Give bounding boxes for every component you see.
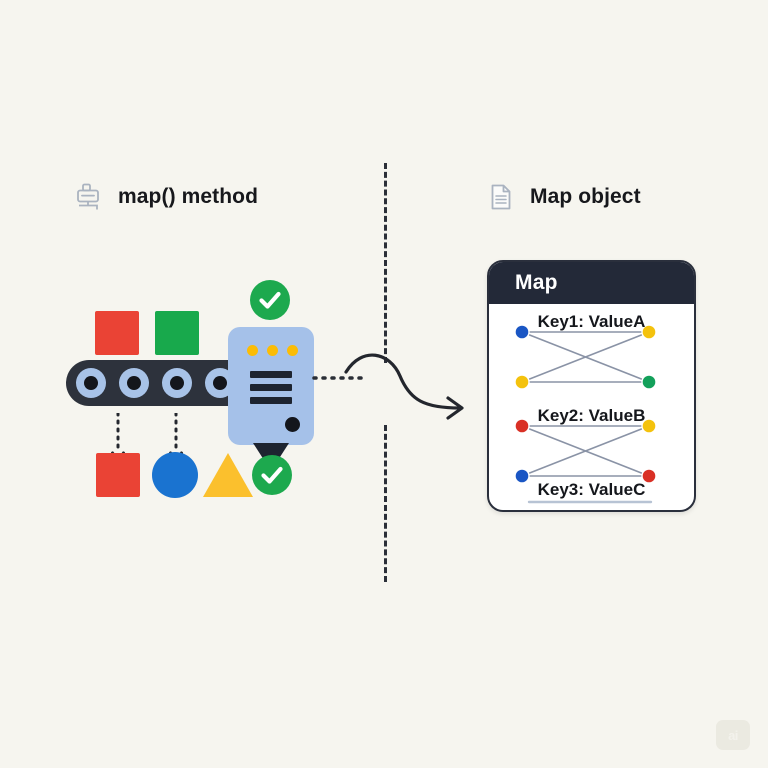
processor-indicator-dots <box>247 345 298 356</box>
menu-line <box>250 384 292 391</box>
yellow-triangle-output <box>203 453 253 497</box>
section-label-left: map() method <box>118 185 259 208</box>
map-method-illustration <box>60 265 380 505</box>
watermark-badge: ai <box>716 720 750 750</box>
menu-line <box>250 397 292 404</box>
conveyor-roller <box>162 368 192 398</box>
indicator-dot <box>267 345 278 356</box>
watermark-text: ai <box>728 727 738 743</box>
indicator-dot <box>287 345 298 356</box>
divider-bottom <box>384 425 387 582</box>
map-card-body: Key1: ValueA Key2: ValueB Key3: ValueC <box>489 304 694 508</box>
green-square <box>155 311 199 355</box>
red-square <box>95 311 139 355</box>
section-heading-map-object: Map object <box>486 182 641 212</box>
map-entry-label: Key2: ValueB <box>537 406 646 425</box>
blue-circle-output <box>152 452 198 498</box>
graph-node <box>641 418 657 434</box>
dotted-connector <box>312 368 370 380</box>
indicator-dot <box>247 345 258 356</box>
red-square-output <box>96 453 140 497</box>
check-badge-top <box>250 280 290 320</box>
map-object-card: Map <box>487 260 696 512</box>
map-key-value-graph <box>514 324 657 504</box>
section-heading-map-method: map() method <box>74 182 258 212</box>
flowchart-process-icon <box>74 182 104 212</box>
graph-node <box>514 374 530 390</box>
map-entry-label: Key3: ValueC <box>537 480 646 499</box>
menu-line <box>250 371 292 378</box>
check-circle-icon <box>261 466 283 484</box>
conveyor-roller <box>76 368 106 398</box>
document-icon <box>486 182 516 212</box>
divider-top <box>384 163 387 363</box>
check-circle-icon <box>259 291 281 309</box>
s-curve-arrow <box>320 338 485 428</box>
graph-node <box>514 418 530 434</box>
graph-node <box>514 468 530 484</box>
map-entry-label: Key1: ValueA <box>537 312 646 331</box>
graph-node <box>514 324 530 340</box>
section-label-right: Map object <box>530 185 641 208</box>
processor-unit <box>228 327 314 471</box>
conveyor-roller <box>119 368 149 398</box>
graph-node <box>641 324 657 340</box>
graph-node <box>641 374 657 390</box>
graph-node <box>641 468 657 484</box>
map-card-title: Map <box>515 271 558 294</box>
processor-knob <box>285 417 300 432</box>
map-card-header: Map <box>489 262 694 304</box>
processor-menu-lines <box>250 371 292 404</box>
green-check-output <box>252 455 292 495</box>
